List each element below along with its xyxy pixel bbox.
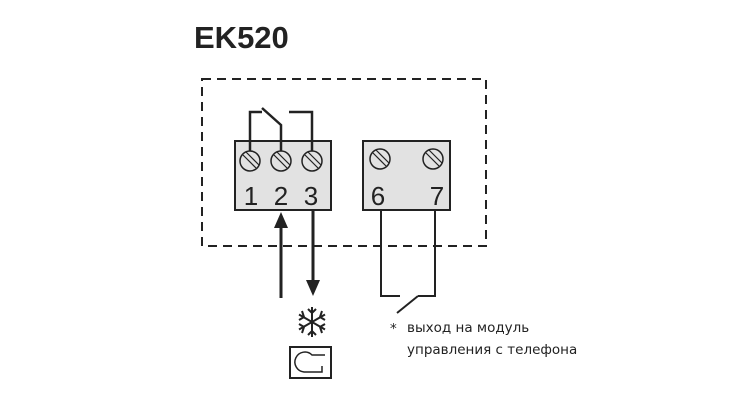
fan-icon <box>289 346 332 379</box>
controller-outline <box>201 78 487 247</box>
phone-module-switch <box>380 210 436 314</box>
screw-icon <box>301 150 323 172</box>
note-line-2: управления с телефона <box>407 342 577 358</box>
terminal-label: 2 <box>274 181 288 211</box>
screw-icon <box>422 148 444 170</box>
snowflake-icon <box>298 307 326 337</box>
terminal-label: 6 <box>371 181 385 211</box>
arrow-in <box>274 212 288 298</box>
terminal-block-right: 6 7 <box>362 140 451 211</box>
model-title: EK520 <box>194 20 289 55</box>
relay-contact <box>248 107 314 151</box>
note-marker: * <box>390 321 397 337</box>
screw-icon <box>270 150 292 172</box>
terminal-label: 1 <box>244 181 258 211</box>
terminal-block-left: 1 2 3 <box>234 140 332 211</box>
screw-icon <box>239 150 261 172</box>
terminal-label: 7 <box>430 181 444 211</box>
terminal-label: 3 <box>304 181 318 211</box>
note-line-1: выход на модуль <box>407 320 529 336</box>
screw-icon <box>369 148 391 170</box>
arrow-out <box>306 210 320 296</box>
